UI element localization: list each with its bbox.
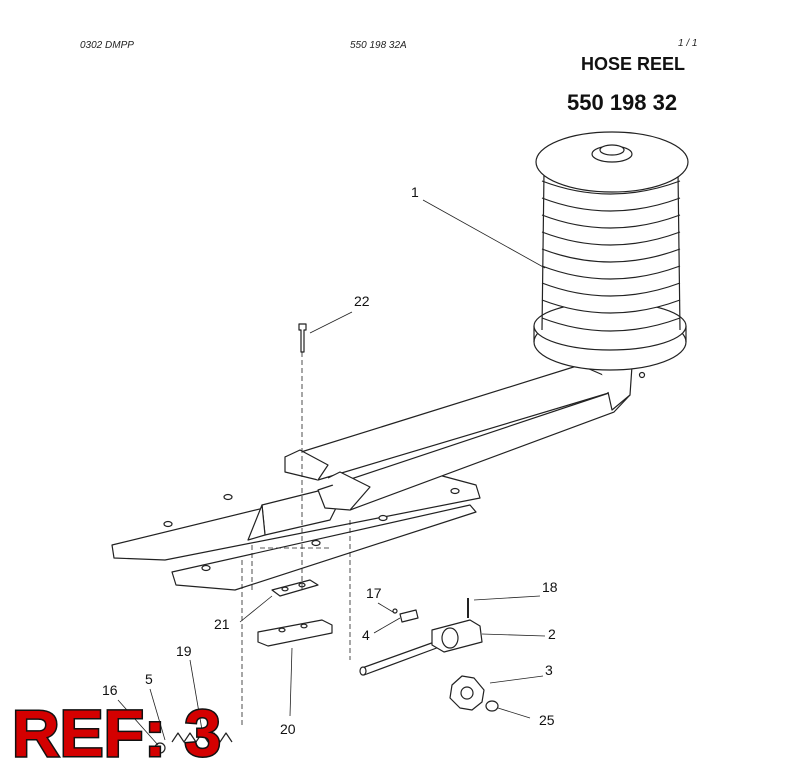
ref-label: REF: 3	[12, 696, 221, 762]
nut-5	[154, 742, 166, 754]
shim-plate-21	[271, 579, 319, 597]
clamp-block-20	[257, 619, 333, 647]
bolt-22	[298, 323, 307, 353]
callout-3: 3	[545, 662, 553, 678]
diagram-title: HOSE REEL	[581, 54, 686, 74]
callout-20: 20	[280, 721, 296, 737]
hose-coils	[541, 171, 681, 332]
base-plate-front	[171, 504, 477, 591]
pin-assembly	[361, 639, 443, 676]
part-number: 550 198 32	[567, 90, 678, 115]
callout-22: 22	[354, 293, 370, 309]
doc-code-center: 550 198 32A	[350, 40, 407, 51]
page-indicator: 1 / 1	[678, 38, 698, 49]
callout-17: 17	[366, 585, 382, 601]
callout-19: 19	[176, 643, 192, 659]
callout-21: 21	[214, 616, 230, 632]
callout-4: 4	[362, 627, 370, 643]
callout-18: 18	[542, 579, 558, 595]
spring-19	[171, 732, 233, 743]
callout-1: 1	[411, 184, 419, 200]
callout-16: 16	[102, 682, 118, 698]
pin-4	[399, 609, 419, 623]
callout-25: 25	[539, 712, 555, 728]
callout-2: 2	[548, 626, 556, 642]
doc-code-left: 0302 DMPP	[80, 40, 134, 51]
callout-5: 5	[145, 671, 153, 687]
cap-25	[485, 700, 499, 712]
